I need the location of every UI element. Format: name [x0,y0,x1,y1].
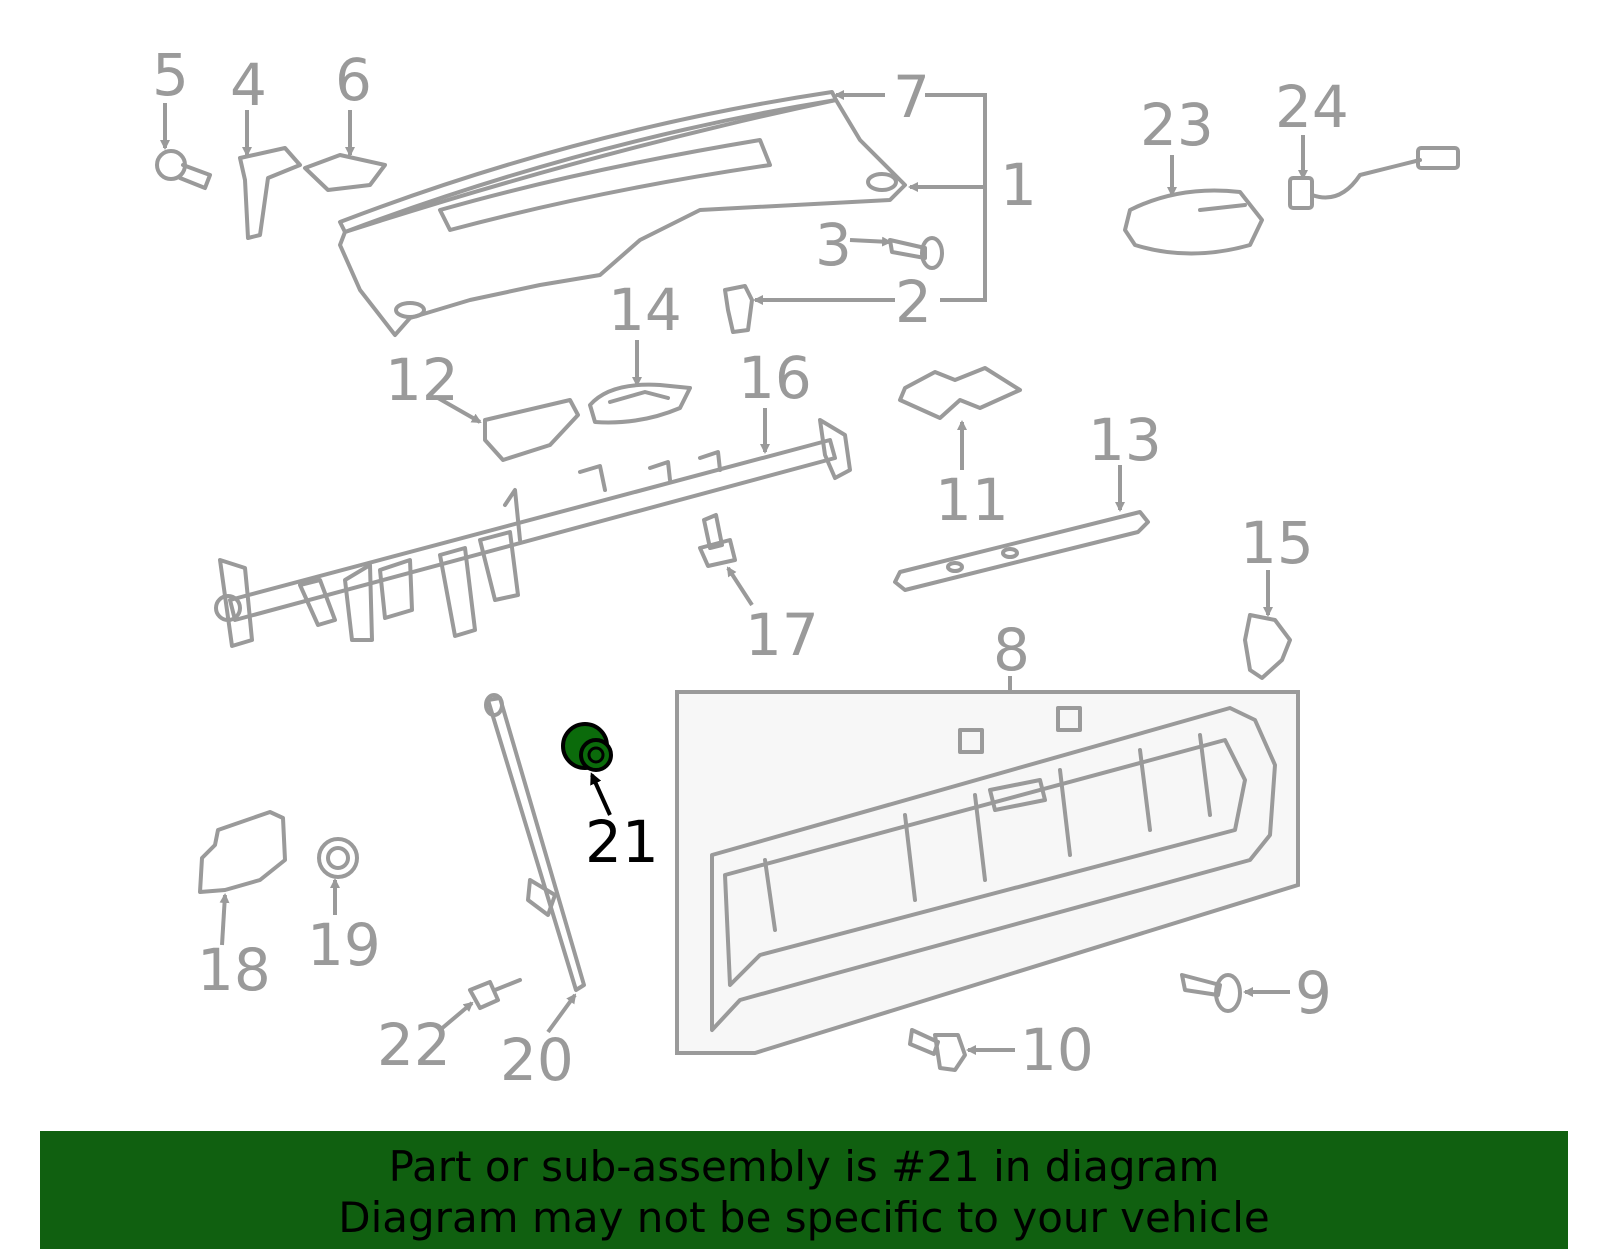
bracket-part-18 [198,810,287,894]
callout-2: 2 [895,268,932,336]
callout-15: 15 [1240,509,1314,577]
harness-part-24 [1288,146,1460,210]
clip-part-2 [723,284,754,334]
callout-12: 12 [385,346,459,414]
bolt-part-5 [155,149,212,190]
callout-1: 1 [1000,151,1037,219]
callout-20: 20 [500,1026,574,1094]
callout-22: 22 [377,1011,451,1079]
callout-6: 6 [335,46,372,114]
callout-4: 4 [230,51,267,119]
callout-10: 10 [1020,1016,1094,1084]
lower-panel-part-8 [675,690,1300,1055]
bracket-part-4 [238,146,302,240]
pad-part-12 [483,398,580,462]
callout-24: 24 [1275,73,1349,141]
callout-5: 5 [152,41,189,109]
callout-16: 16 [738,344,812,412]
info-banner: Part or sub-assembly is #21 in diagram D… [40,1131,1568,1249]
nut-part-21-highlighted [561,722,613,772]
bolt-part-10 [908,1028,967,1072]
screw-part-9 [1180,973,1242,1013]
cover-part-14 [588,382,692,425]
cover-part-6 [303,153,387,192]
callout-8: 8 [993,616,1030,684]
banner-line-1: Part or sub-assembly is #21 in diagram [388,1142,1220,1191]
callout-23: 23 [1140,91,1214,159]
banner-line-2: Diagram may not be specific to your vehi… [338,1193,1270,1242]
strip-part-13 [893,510,1150,592]
bolt-part-22 [468,978,522,1010]
airbag-part-23 [1123,188,1264,256]
leader-lines [160,90,1308,1055]
callout-18: 18 [197,936,271,1004]
brace-part-20 [484,693,586,992]
screw-part-3 [888,236,944,270]
callout-17: 17 [745,601,819,669]
reinforcement-part-16 [214,418,852,648]
callout-13: 13 [1088,406,1162,474]
callout-9: 9 [1295,959,1332,1027]
callout-14: 14 [608,276,682,344]
cover-part-15 [1243,613,1292,680]
callout-19: 19 [307,911,381,979]
callout-11: 11 [935,466,1009,534]
pad-part-11 [898,366,1022,420]
instrument-panel-part [338,90,907,337]
bolt-part-17 [698,513,737,568]
callout-21: 21 [585,808,659,876]
nut-part-19 [317,837,359,879]
callout-3: 3 [815,211,852,279]
callout-7: 7 [893,63,930,131]
